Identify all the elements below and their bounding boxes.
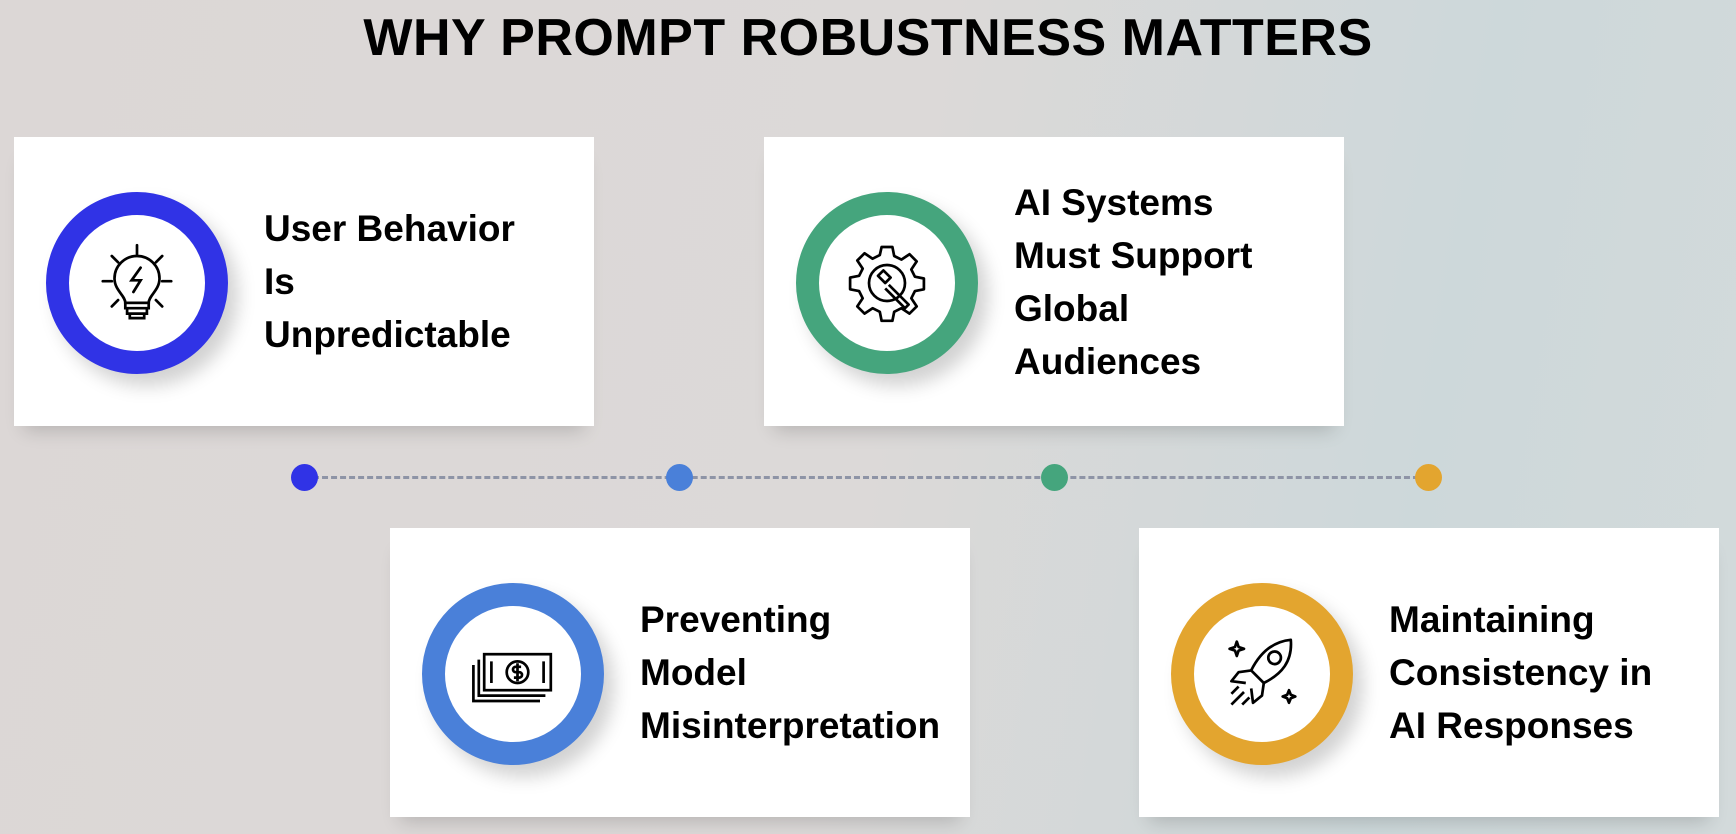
icon-ring: [1171, 583, 1353, 765]
timeline-dot-2: [666, 464, 693, 491]
timeline-dot-3: [1041, 464, 1068, 491]
icon-ring: [46, 192, 228, 374]
money-bill-icon: [472, 652, 553, 703]
timeline-dot-4: [1415, 464, 1442, 491]
card-consistency: Maintaining Consistency in AI Responses: [1139, 528, 1719, 817]
icon-ring: [796, 192, 978, 374]
rocket-icon: [1228, 638, 1297, 706]
timeline-line: [304, 476, 1428, 479]
card-label: AI Systems Must Support Global Audiences: [1014, 181, 1253, 382]
icon-ring: [422, 583, 604, 765]
page-title: WHY PROMPT ROBUSTNESS MATTERS: [363, 9, 1373, 67]
card-label: User Behavior Is Unpredictable: [264, 208, 515, 355]
gear-wrench-icon: [848, 245, 926, 323]
card-label: Preventing Model Misinterpretation: [640, 599, 941, 746]
timeline-dot-1: [291, 464, 318, 491]
card-global-audiences: AI Systems Must Support Global Audiences: [764, 137, 1344, 426]
card-label: Maintaining Consistency in AI Responses: [1389, 599, 1653, 746]
lightbulb-icon: [101, 243, 173, 320]
card-model-misinterpretation: Preventing Model Misinterpretation: [390, 528, 970, 817]
card-user-behavior: User Behavior Is Unpredictable: [14, 137, 594, 426]
